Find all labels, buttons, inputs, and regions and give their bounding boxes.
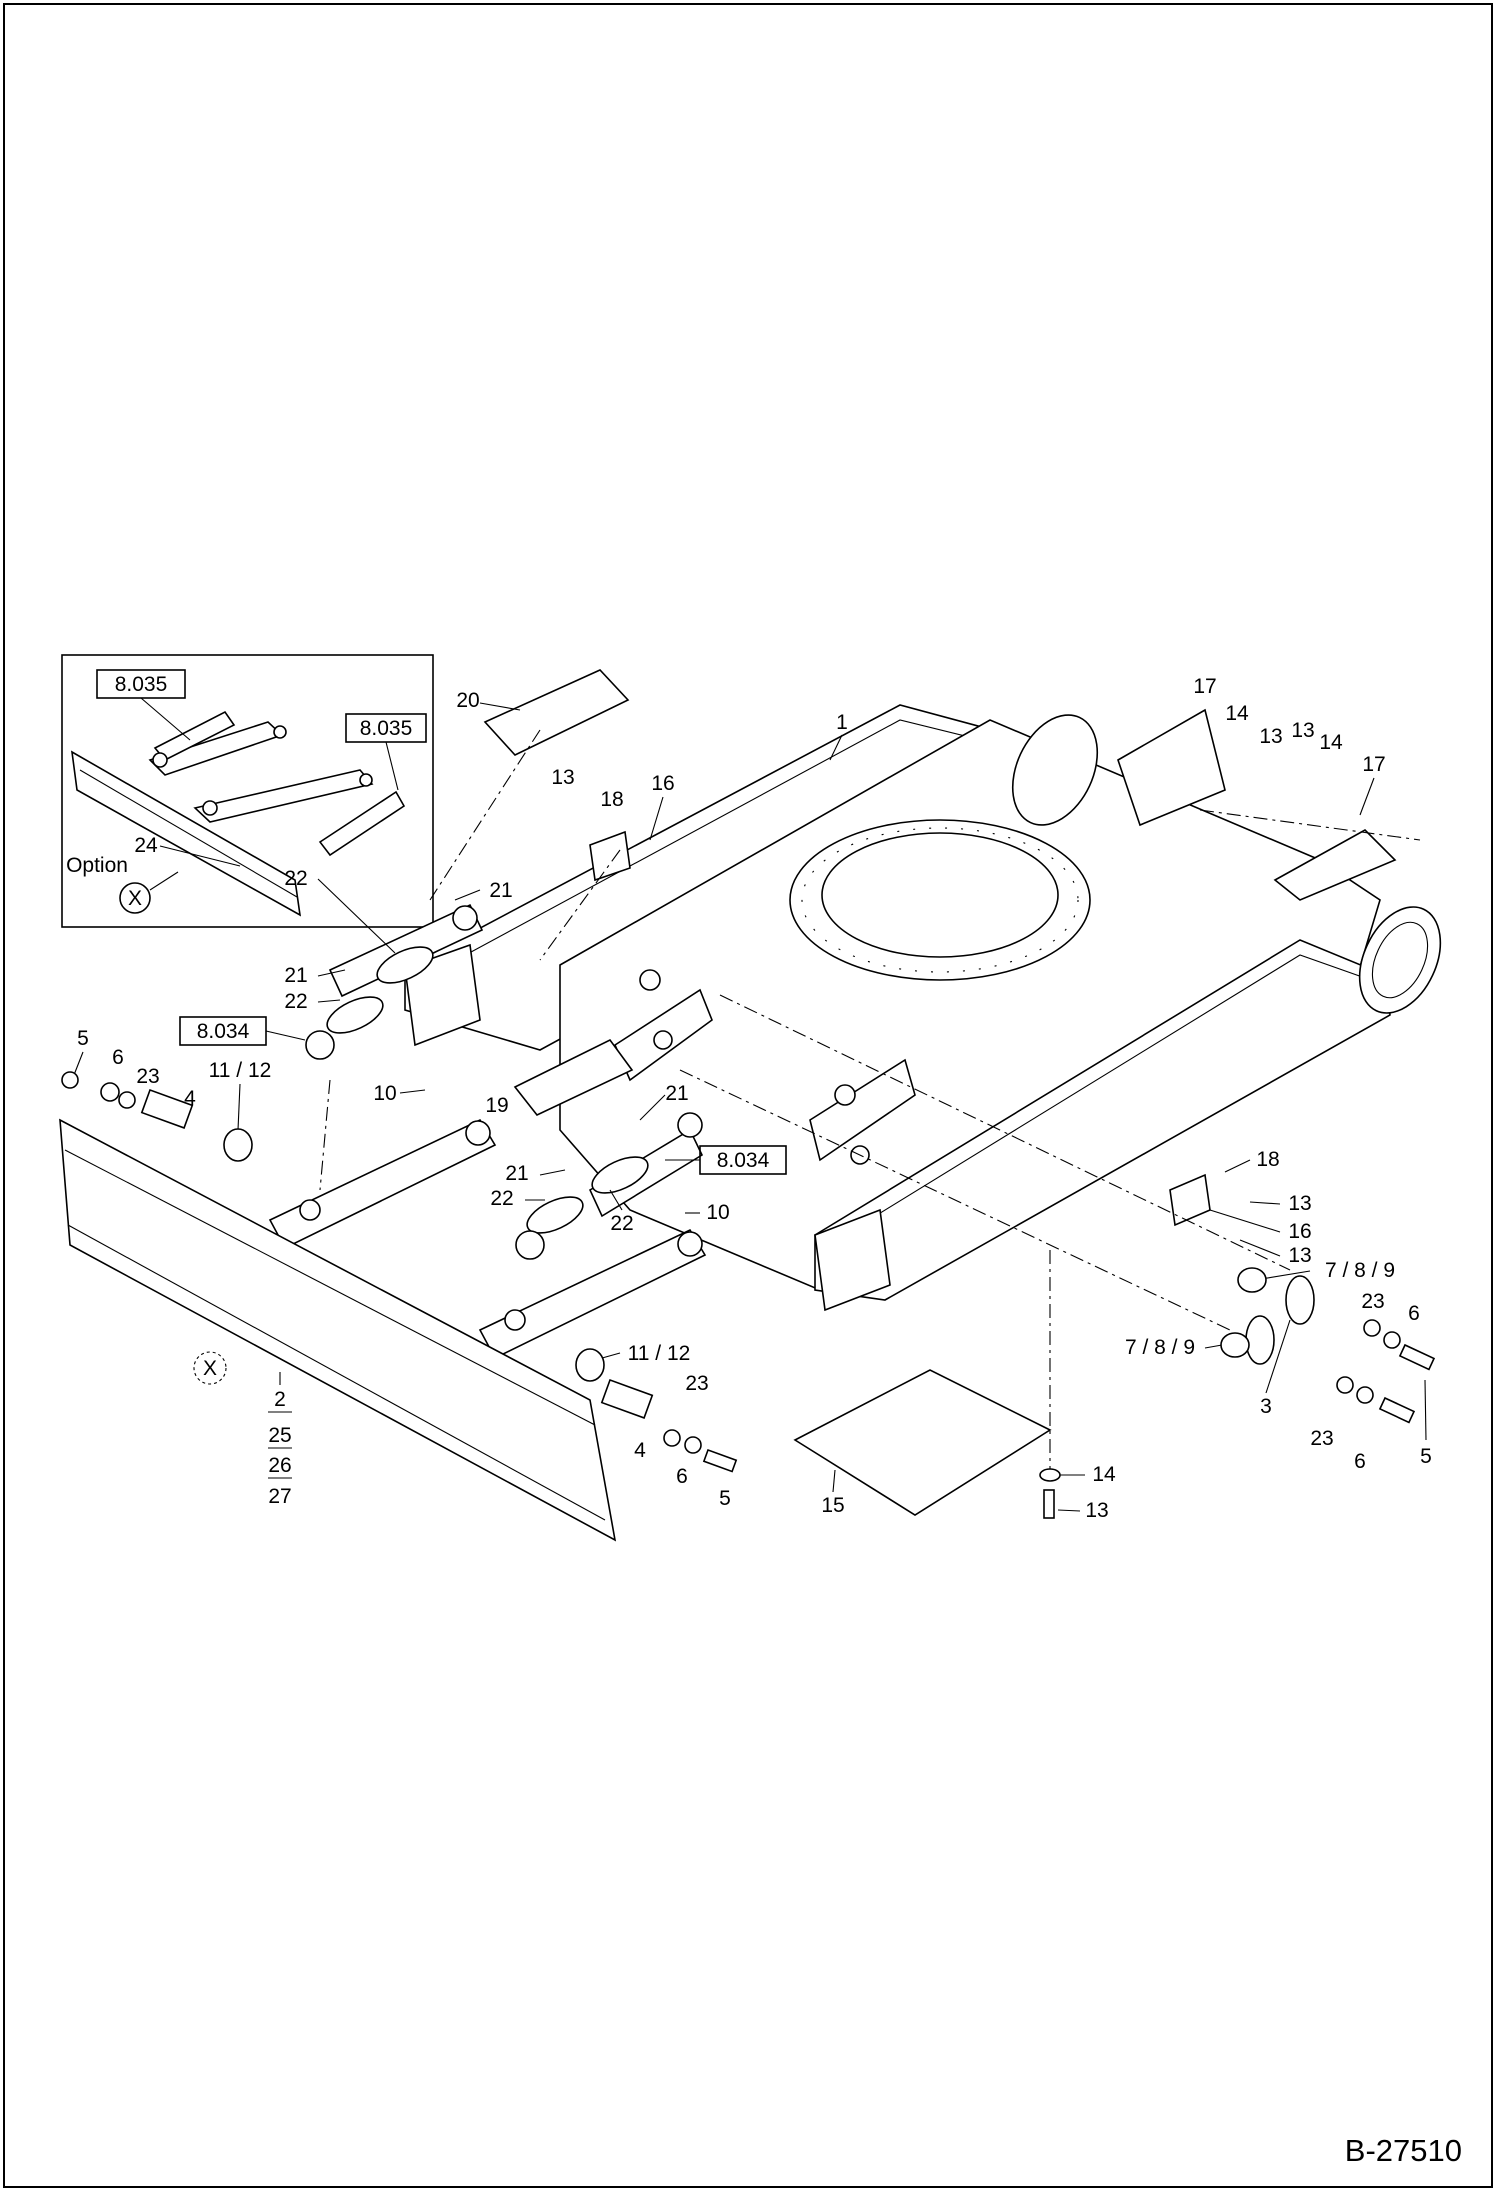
callout-23-b: 23 xyxy=(685,1372,708,1395)
undercarriage-frame xyxy=(404,704,1442,1312)
view-x-marker-inset xyxy=(119,882,151,914)
inset-frame xyxy=(61,654,434,928)
callout-10-a: 10 xyxy=(373,1082,396,1105)
callout-7-8-9-b: 7 / 8 / 9 xyxy=(1125,1336,1195,1359)
callout-13-c: 13 xyxy=(1291,719,1314,742)
callout-22-c: 22 xyxy=(490,1187,513,1210)
callout-2: 2 xyxy=(274,1388,286,1411)
bolt-13-bottom xyxy=(1043,1489,1055,1519)
pin-4-left xyxy=(140,1088,194,1129)
callout-17-a: 17 xyxy=(1193,675,1216,698)
callout-21-d: 21 xyxy=(505,1162,528,1185)
assembly-lines xyxy=(319,729,1421,1480)
inset-blade xyxy=(70,750,302,917)
callout-11-12-b: 11 / 12 xyxy=(628,1342,691,1365)
callout-6-a: 6 xyxy=(112,1046,124,1069)
push-arm-left xyxy=(268,1118,497,1250)
cover-plates xyxy=(483,669,1397,1516)
inspection-cover-16 xyxy=(589,830,631,882)
callout-6-c: 6 xyxy=(1408,1302,1420,1325)
callout-25: 25 xyxy=(268,1424,291,1447)
inset-cylinder-right xyxy=(318,790,406,857)
callout-5-b: 5 xyxy=(719,1487,731,1510)
option-label: Option xyxy=(66,854,128,877)
callout-4-b: 4 xyxy=(634,1439,646,1462)
callout-6-d: 6 xyxy=(1354,1450,1366,1473)
dozer-blade xyxy=(59,1118,617,1542)
pin-4-right xyxy=(600,1378,654,1419)
callout-18-b: 18 xyxy=(1256,1148,1279,1171)
callout-22-b: 22 xyxy=(284,990,307,1013)
callout-22-a: 22 xyxy=(284,867,307,890)
option-inset: 8.035 8.035 24 Option X xyxy=(61,654,434,928)
callout-19: 19 xyxy=(485,1094,508,1117)
bolt-5-left xyxy=(61,1071,79,1089)
push-arm-right xyxy=(478,1228,707,1360)
callout-14-c: 14 xyxy=(1092,1463,1116,1486)
view-x-label-inset: X xyxy=(128,887,142,910)
callout-13-f: 13 xyxy=(1085,1499,1108,1522)
cover-17-right xyxy=(1273,829,1397,901)
right-track-frame xyxy=(814,939,1391,1301)
dozer-cylinders xyxy=(305,903,704,1260)
bottom-plate-15 xyxy=(793,1369,1052,1516)
callout-5-a: 5 xyxy=(77,1027,89,1050)
callout-16-a: 16 xyxy=(651,772,674,795)
ref-8035-right[interactable]: 8.035 xyxy=(360,717,413,740)
cover-17-left xyxy=(1117,708,1226,827)
callout-22-d: 22 xyxy=(610,1212,633,1235)
ref-8034-a[interactable]: 8.034 xyxy=(197,1020,250,1043)
dozer-blade-assembly: X xyxy=(59,1118,707,1542)
slew-ring-flange xyxy=(789,819,1091,981)
inspection-cover-16-right xyxy=(1169,1173,1211,1227)
ref-8034-b[interactable]: 8.034 xyxy=(717,1149,770,1172)
callout-23-c: 23 xyxy=(1361,1290,1384,1313)
callout-21-c: 21 xyxy=(665,1082,688,1105)
callout-1: 1 xyxy=(836,711,848,734)
callout-18-a: 18 xyxy=(600,788,623,811)
cover-plate-19 xyxy=(513,1038,634,1116)
callout-3: 3 xyxy=(1260,1395,1272,1418)
callout-26: 26 xyxy=(268,1454,291,1477)
callout-24: 24 xyxy=(134,834,158,857)
washer-11-12-left xyxy=(223,1128,253,1162)
drive-housing-right xyxy=(1358,906,1442,1014)
callout-11-12-a: 11 / 12 xyxy=(209,1059,272,1082)
shim-7-8-9-a xyxy=(1237,1267,1267,1293)
callout-23-a: 23 xyxy=(136,1065,159,1088)
callout-13-a: 13 xyxy=(551,766,574,789)
pin-3 xyxy=(1285,1275,1315,1325)
callout-16-b: 16 xyxy=(1288,1220,1311,1243)
drive-housing-left xyxy=(1011,714,1099,826)
view-x-marker xyxy=(193,1351,227,1385)
callout-14-a: 14 xyxy=(1225,702,1249,725)
callout-23-d: 23 xyxy=(1310,1427,1333,1450)
callout-21-a: 21 xyxy=(489,879,512,902)
bolt-5-right-upper xyxy=(1398,1343,1436,1371)
washer-11-12-right xyxy=(575,1348,605,1382)
sheet-number: B-27510 xyxy=(1344,2133,1462,2168)
callout-17-b: 17 xyxy=(1362,753,1385,776)
callout-10-b: 10 xyxy=(706,1201,729,1224)
callout-14-b: 14 xyxy=(1319,731,1343,754)
callout-6-b: 6 xyxy=(676,1465,688,1488)
callout-13-e: 13 xyxy=(1288,1244,1311,1267)
dozer-cylinder-right xyxy=(588,1128,704,1218)
callouts: 1 20 13 18 16 17 14 13 13 14 17 21 22 21… xyxy=(61,675,1436,1522)
ref-8035-left[interactable]: 8.035 xyxy=(115,673,168,696)
shim-7-8-9-b xyxy=(1220,1332,1250,1358)
callout-15: 15 xyxy=(821,1494,844,1517)
cover-plate-20 xyxy=(483,669,630,756)
callout-27: 27 xyxy=(268,1485,291,1508)
view-x-label: X xyxy=(203,1357,217,1380)
callout-21-b: 21 xyxy=(284,964,307,987)
callout-13-d: 13 xyxy=(1288,1192,1311,1215)
bolt-5-right-lower xyxy=(1378,1396,1416,1424)
callout-13-b: 13 xyxy=(1259,725,1282,748)
callout-20: 20 xyxy=(456,689,479,712)
callout-5-c: 5 xyxy=(1420,1445,1432,1468)
callout-7-8-9-a: 7 / 8 / 9 xyxy=(1325,1259,1395,1282)
bolt-5-mid xyxy=(702,1448,738,1473)
